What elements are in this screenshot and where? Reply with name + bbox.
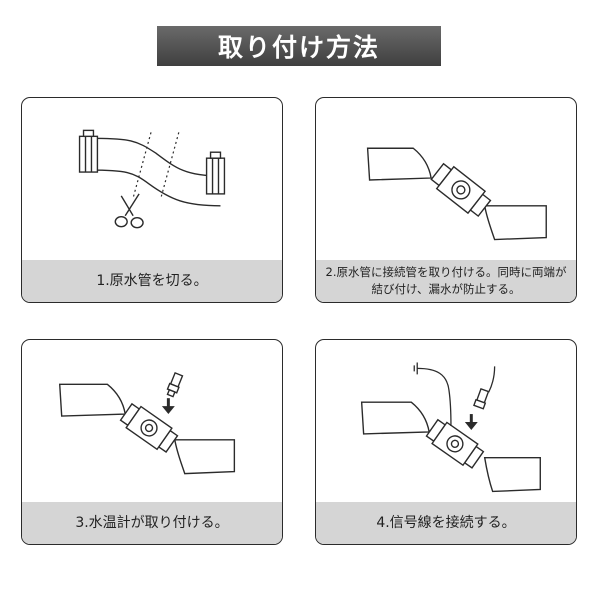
- scissors-icon: [114, 193, 144, 229]
- step-2-card: 2.原水管に接続管を取り付ける。同時に両端が結び付け、漏水が防止する。: [315, 97, 577, 303]
- right-clamp: [205, 157, 226, 195]
- temperature-sensor: [473, 387, 490, 410]
- left-pipe-section: [366, 147, 432, 181]
- step-3-illustration: [58, 371, 236, 475]
- ground-icon: [413, 362, 418, 375]
- connector-fitting: [430, 162, 492, 218]
- step-4-card: 4.信号線を接続する。: [315, 339, 577, 545]
- step-2-illustration: [366, 147, 547, 241]
- left-clamp: [78, 135, 99, 173]
- arrow-down-icon: [161, 398, 175, 415]
- page-title: 取り付け方法: [157, 26, 441, 66]
- arrow-down-icon: [464, 414, 478, 430]
- step-4-illustration: [360, 362, 541, 493]
- left-pipe-section: [360, 401, 430, 435]
- left-pipe-section: [58, 383, 127, 417]
- step-2-caption: 2.原水管に接続管を取り付ける。同時に両端が結び付け、漏水が防止する。: [316, 260, 576, 302]
- right-pipe-section: [483, 457, 541, 493]
- step-3-card: 3.水温計が取り付ける。: [21, 339, 283, 545]
- step-1-caption: 1.原水管を切る。: [22, 260, 282, 302]
- pipe: [89, 137, 221, 177]
- right-pipe-section: [174, 439, 236, 475]
- right-pipe-section: [483, 205, 547, 241]
- step-1-illustration: [78, 129, 226, 229]
- step-3-caption: 3.水温計が取り付ける。: [22, 502, 282, 544]
- connector-fitting: [425, 418, 485, 469]
- step-1-card: 1.原水管を切る。: [21, 97, 283, 303]
- connector-fitting: [119, 402, 179, 453]
- step-4-caption: 4.信号線を接続する。: [316, 502, 576, 544]
- signal-wire: [417, 366, 496, 426]
- cut-lines: [132, 132, 180, 199]
- temperature-sensor: [166, 371, 184, 398]
